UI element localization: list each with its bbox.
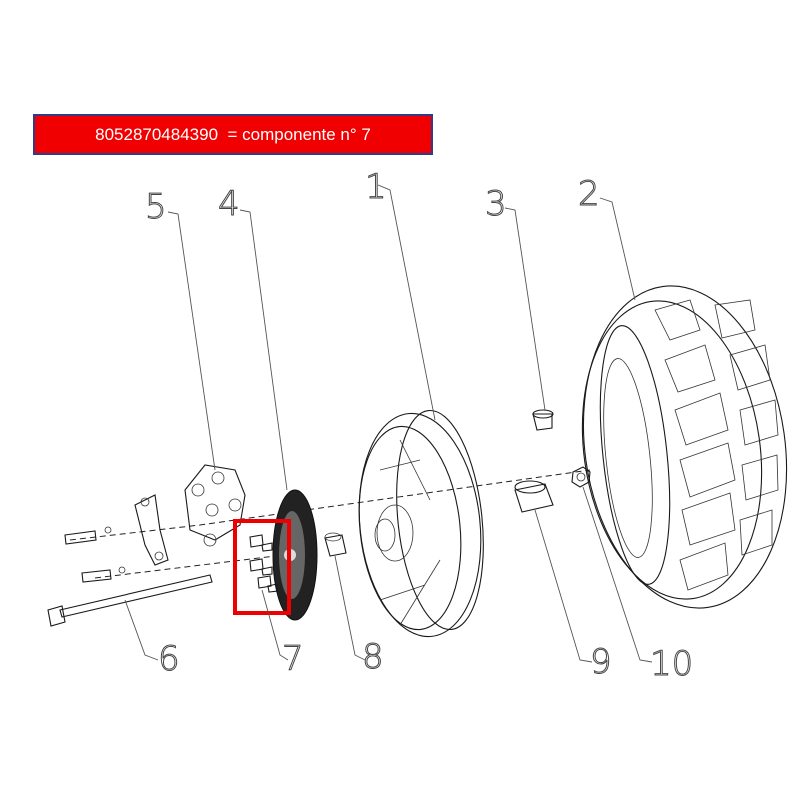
tire — [581, 285, 788, 609]
assembly-axis-upper — [69, 469, 591, 541]
valve — [532, 409, 554, 431]
brake-caliper — [184, 464, 246, 547]
axle — [47, 574, 213, 627]
highlight-box-part-7 — [233, 519, 291, 615]
callout-6: 6 — [158, 639, 180, 679]
bushing — [324, 532, 347, 557]
part-code-banner: 8052870484390 = componente n° 7 — [33, 114, 433, 155]
callout-1: 1 — [365, 167, 387, 207]
callout-5: 5 — [145, 187, 167, 227]
callout-9: 9 — [590, 642, 612, 682]
callout-8: 8 — [362, 637, 384, 677]
callout-2: 2 — [578, 174, 600, 214]
callout-3: 3 — [485, 184, 507, 224]
callout-4: 4 — [218, 184, 240, 224]
callout-7: 7 — [282, 639, 304, 679]
spacer — [514, 480, 554, 513]
leader-lines — [124, 184, 653, 663]
caliper-bolts — [64, 526, 126, 583]
callout-10: 10 — [650, 644, 693, 684]
disc-bolts — [249, 534, 279, 593]
brake-disc — [272, 489, 318, 621]
assembly-axis-lower — [94, 552, 301, 579]
caliper-bracket — [134, 494, 169, 566]
rim — [358, 409, 484, 638]
axle-nut — [571, 466, 591, 488]
